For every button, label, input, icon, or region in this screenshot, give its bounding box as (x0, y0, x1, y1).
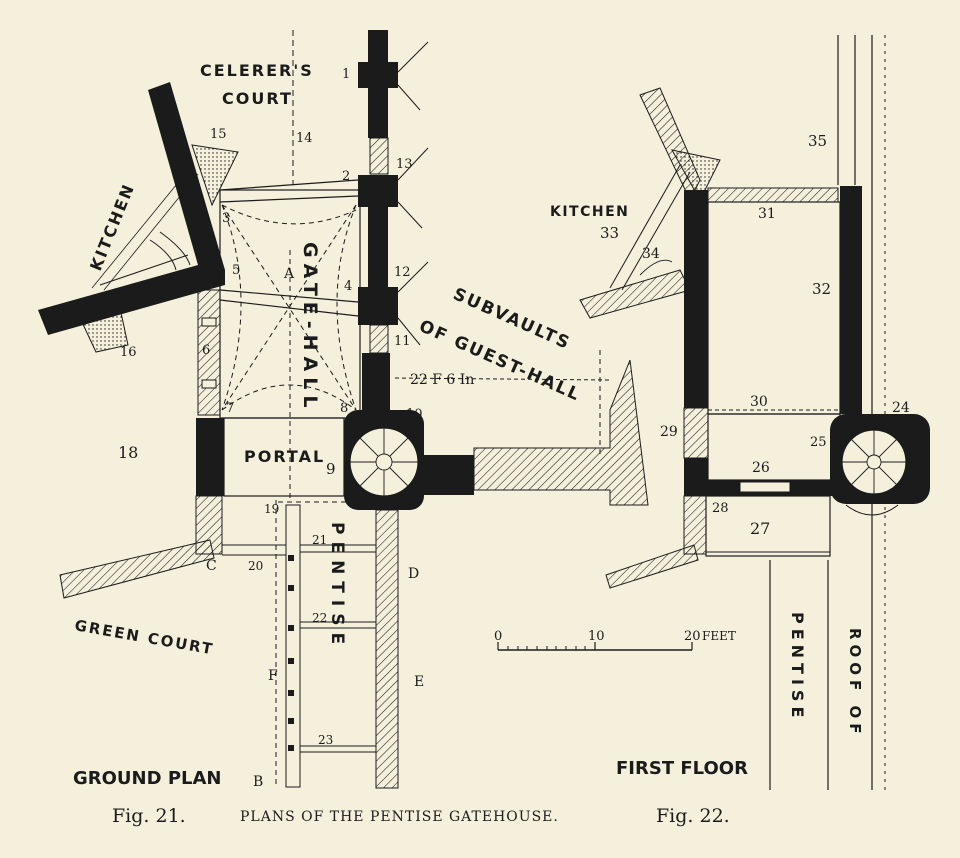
pentise-posts (288, 555, 294, 751)
label-pentise: PENTISE (327, 522, 347, 651)
gp-num-3: 3 (222, 211, 230, 226)
gp-num-22: 22 (312, 611, 327, 625)
ground-plan-numbers: 1 2 3 4 5 6 7 8 9 10 11 12 13 14 15 16 1… (118, 67, 423, 747)
gp-num-15: 15 (210, 127, 227, 142)
kitchen-block-16 (79, 307, 129, 353)
gp-num-1: 1 (342, 67, 350, 82)
dimension-line (394, 377, 611, 381)
ff-num-26: 26 (752, 460, 770, 476)
ff-stair-spiral (842, 430, 906, 494)
kitchen-wall (38, 82, 225, 335)
first-floor-title: FIRST FLOOR (616, 758, 748, 779)
ff-num-28: 28 (712, 501, 729, 516)
gp-num-13: 13 (396, 157, 413, 172)
green-court-wall (59, 539, 215, 599)
gp-num-10: 10 (406, 407, 423, 422)
gp-num-8: 8 (340, 401, 348, 416)
point-f: F (268, 668, 278, 684)
gp-num-18: 18 (118, 443, 138, 462)
pentise-west-wall (285, 504, 301, 788)
label-court: COURT (222, 89, 293, 108)
caption-title: PLANS OF THE PENTISE GATEHOUSE. (240, 809, 559, 825)
gp-num-7: 7 (226, 401, 234, 416)
ff-room (707, 201, 841, 415)
stair-spiral (350, 428, 418, 496)
gp-num-6: 6 (202, 343, 210, 358)
gp-num-2: 2 (342, 169, 350, 184)
label-kitchen: KITCHEN (86, 180, 138, 273)
ground-plan (38, 30, 649, 789)
gp-num-4: 4 (344, 279, 352, 294)
point-d: D (408, 566, 419, 582)
ff-num-27: 27 (750, 519, 770, 538)
vault-ribs (221, 204, 357, 500)
gp-num-19: 19 (264, 502, 279, 516)
east-wall-mid (358, 175, 398, 207)
ff-num-29: 29 (660, 424, 678, 440)
gp-num-12: 12 (394, 265, 411, 280)
gp-num-21: 21 (312, 533, 327, 547)
ff-num-31: 31 (758, 206, 776, 222)
point-b: B (253, 774, 263, 790)
gp-num-14: 14 (296, 131, 313, 146)
scale-tick-20: 20 (684, 629, 701, 644)
gp-num-5: 5 (232, 263, 240, 278)
label-gate-hall: GATE-HALL (299, 242, 321, 413)
portal-west-wall (196, 418, 224, 496)
ff-label-kitchen: KITCHEN (550, 204, 629, 220)
label-dimension: 22 F 6 In (410, 372, 474, 388)
caption-fig-21: Fig. 21. (112, 805, 186, 827)
scale-unit: FEET (702, 629, 736, 643)
ff-num-24: 24 (892, 400, 910, 416)
label-portal: PORTAL (244, 447, 325, 466)
gp-num-16: 16 (120, 345, 137, 360)
ff-num-35: 35 (808, 132, 827, 150)
ff-label-pentise: PENTISE (788, 612, 807, 722)
kitchen-block-15 (191, 144, 239, 207)
point-e: E (414, 674, 424, 690)
first-floor-plan (579, 35, 930, 790)
ff-east-wall (840, 186, 862, 414)
ground-plan-title: GROUND PLAN (73, 768, 221, 789)
point-a: A (283, 266, 295, 282)
ff-label-roof-of: ROOF OF (846, 628, 864, 739)
label-celerers: CELERER'S (200, 61, 314, 80)
kitchen-hearth (99, 231, 191, 286)
scale-tick-10: 10 (588, 629, 605, 644)
point-c: C (206, 558, 217, 574)
ff-num-32: 32 (812, 280, 831, 298)
pentise-east-wall (375, 509, 399, 789)
ff-num-34: 34 (642, 246, 660, 262)
scale-tick-0: 0 (494, 629, 502, 644)
ff-num-30: 30 (750, 394, 768, 410)
gp-num-11: 11 (394, 334, 411, 349)
ff-west-wall (684, 190, 708, 408)
caption-fig-22: Fig. 22. (656, 805, 730, 827)
first-floor-numbers: 24 25 26 27 28 29 30 31 32 33 34 35 (600, 132, 910, 538)
gp-num-20: 20 (248, 559, 263, 573)
scale-bar (497, 642, 693, 651)
label-green-court: GREEN COURT (73, 616, 215, 658)
ff-north-wall (707, 187, 839, 203)
gp-num-23: 23 (318, 733, 333, 747)
ff-num-33: 33 (600, 224, 619, 242)
ff-num-25: 25 (810, 435, 827, 450)
gp-num-9: 9 (326, 460, 336, 478)
